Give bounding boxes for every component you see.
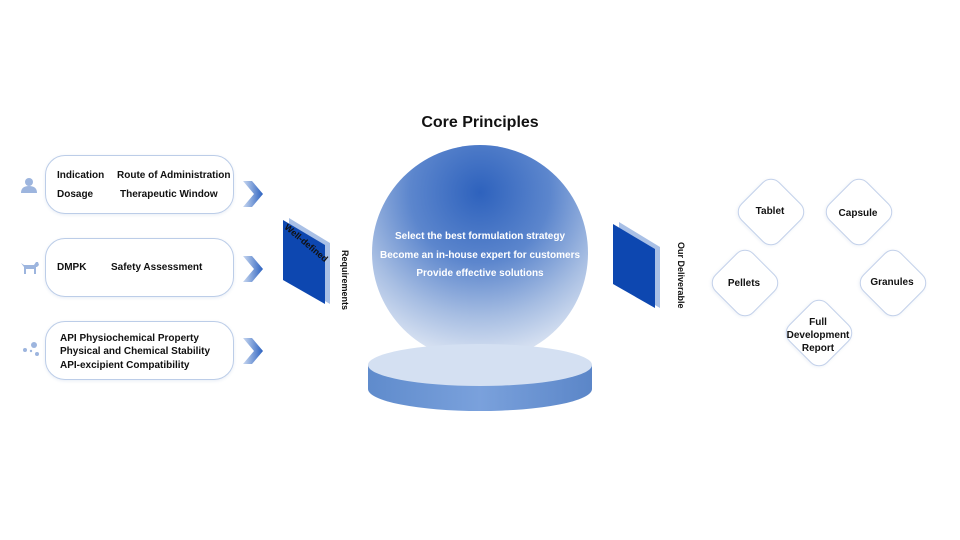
core-principle-3: Provide effective solutions xyxy=(416,268,544,279)
molecule-icon xyxy=(23,342,39,356)
chevron-right-icon xyxy=(243,181,263,207)
deliverable-report-label: Full Development Report xyxy=(786,317,850,354)
requirement-stability: Physical and Chemical Stability xyxy=(60,346,211,357)
deliverable-tablet-label: Tablet xyxy=(755,206,785,217)
requirement-box-safety xyxy=(45,238,234,297)
core-principle-2: Become an in-house expert for customers xyxy=(379,250,581,261)
core-sphere xyxy=(372,145,588,361)
requirement-indication: Indication xyxy=(57,170,105,181)
deliverable-pellets-label: Pellets xyxy=(727,278,761,289)
requirement-api-property: API Physiochemical Property xyxy=(60,333,199,344)
requirement-therapeutic-window: Therapeutic Window xyxy=(120,189,218,200)
diagram-title: Core Principles xyxy=(421,114,539,131)
requirements-label: Requirements xyxy=(340,250,350,311)
our-deliverable-label: Our Deliverable xyxy=(676,242,686,309)
requirement-box-clinical xyxy=(45,155,234,214)
dog-icon xyxy=(21,262,39,274)
person-icon xyxy=(21,178,37,193)
requirement-dmpk: DMPK xyxy=(57,262,87,273)
deliverable-capsule-label: Capsule xyxy=(838,208,878,219)
deliverable-granules-label: Granules xyxy=(870,277,914,288)
requirement-box-api xyxy=(45,321,234,380)
requirement-compatibility: API-excipient Compatibility xyxy=(60,360,190,371)
deliverable-panel xyxy=(613,222,660,308)
requirement-route: Route of Administration xyxy=(117,170,231,181)
requirement-dosage: Dosage xyxy=(57,189,94,200)
pedestal xyxy=(368,344,592,411)
requirement-safety-assessment: Safety Assessment xyxy=(111,262,203,273)
requirements-panel xyxy=(283,218,330,304)
chevron-right-icon xyxy=(243,256,263,282)
core-principle-1: Select the best formulation strategy xyxy=(394,231,566,242)
chevron-right-icon xyxy=(243,338,263,364)
